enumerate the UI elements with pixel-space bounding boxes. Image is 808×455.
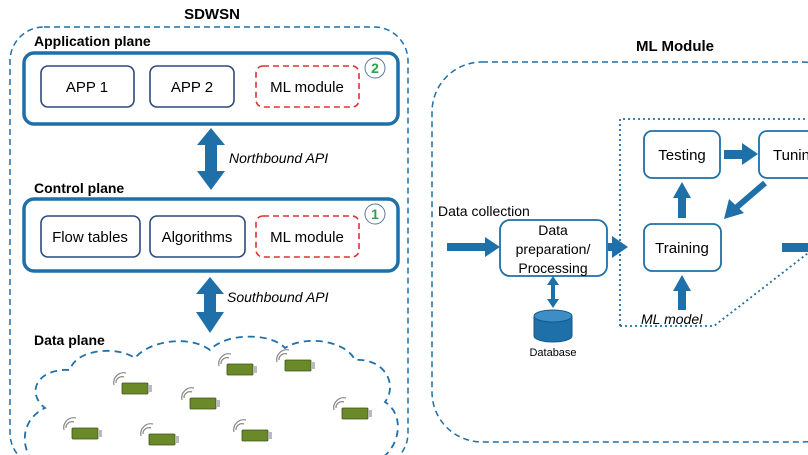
testing-label: Testing xyxy=(658,147,706,164)
prep-to-training-arrow xyxy=(608,236,628,258)
sensor-node xyxy=(63,417,102,440)
database-label: Database xyxy=(529,347,576,359)
flow-tables-label: Flow tables xyxy=(52,229,128,246)
app1-box xyxy=(40,65,135,108)
ml-model-label: ML model xyxy=(641,311,703,327)
data-preparation-box xyxy=(499,219,608,277)
algorithms-box xyxy=(149,215,246,258)
sensor-node xyxy=(333,397,372,420)
model-input-arrow xyxy=(673,275,691,310)
app2-box xyxy=(149,65,235,108)
output-arrow xyxy=(782,243,808,252)
data-collection-label: Data collection xyxy=(438,203,530,219)
training-to-testing-arrow xyxy=(673,182,691,218)
data-plane-cloud xyxy=(23,335,399,455)
data-plane-label: Data plane xyxy=(34,332,105,348)
data-prep-line-2: preparation/ xyxy=(516,241,591,257)
app1-label: APP 1 xyxy=(66,79,108,96)
sdwsn-title: SDWSN xyxy=(184,6,240,23)
flow-tables-box xyxy=(40,215,141,258)
training-box xyxy=(643,223,722,272)
southbound-api-label: Southbound API xyxy=(227,289,329,305)
badge-1-text: 1 xyxy=(371,206,379,222)
tuning-box xyxy=(758,130,808,179)
sensor-node xyxy=(181,387,220,410)
sensor-node xyxy=(233,419,272,442)
ml-module-frame xyxy=(431,61,808,443)
database-icon xyxy=(533,309,573,343)
testing-to-tuning-arrow xyxy=(724,143,758,165)
sensor-node xyxy=(218,353,257,376)
application-plane-box xyxy=(22,51,400,126)
app-ml-module-label: ML module xyxy=(270,79,344,96)
badge-1 xyxy=(364,203,386,225)
sdwsn-frame xyxy=(9,26,409,455)
northbound-arrow xyxy=(197,128,225,190)
data-prep-line-3: Processing xyxy=(518,260,587,276)
badge-2-text: 2 xyxy=(371,60,379,76)
tuning-label: Tunin xyxy=(773,147,808,164)
training-label: Training xyxy=(655,240,709,257)
ml-module-title: ML Module xyxy=(636,38,714,55)
testing-box xyxy=(643,130,721,179)
application-plane-label: Application plane xyxy=(34,33,151,49)
data-prep-line-1: Data xyxy=(538,222,568,238)
app-ml-module-box xyxy=(255,65,360,108)
southbound-arrow xyxy=(196,277,224,333)
database-arrow xyxy=(547,276,559,308)
control-ml-module-box xyxy=(255,215,360,258)
control-plane-box xyxy=(22,197,400,273)
sensor-node xyxy=(276,349,315,372)
control-ml-module-label: ML module xyxy=(270,229,344,246)
northbound-api-label: Northbound API xyxy=(229,150,328,166)
tuning-to-training-arrow xyxy=(724,180,767,219)
sensor-node xyxy=(113,372,152,395)
sensor-node xyxy=(140,423,179,446)
algorithms-label: Algorithms xyxy=(162,229,233,246)
ml-model-region xyxy=(619,118,808,327)
control-plane-label: Control plane xyxy=(34,180,124,196)
badge-2 xyxy=(364,57,386,79)
data-collection-arrow xyxy=(447,237,500,257)
app2-label: APP 2 xyxy=(171,79,213,96)
